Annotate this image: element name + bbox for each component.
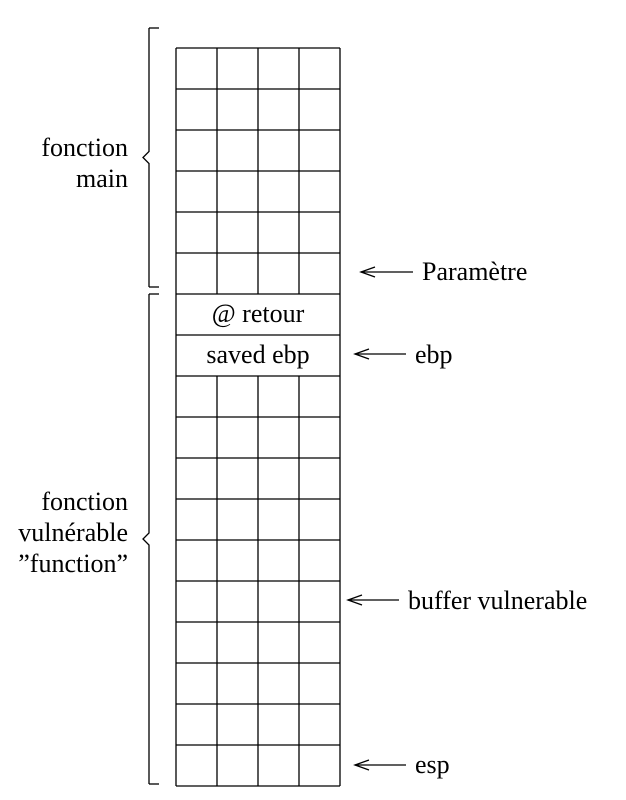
group-label-main: fonction main	[41, 132, 128, 194]
brace-vulnerable	[142, 294, 150, 784]
group-label-main-line-2: main	[76, 164, 128, 193]
group-label-vulnerable-line-1: fonction	[41, 487, 128, 516]
arrow-buffer-head	[346, 594, 363, 606]
buffer-pointer-label: buffer vulnerable	[408, 586, 588, 615]
arrow-esp-head	[353, 759, 370, 771]
brace-main	[142, 28, 150, 287]
group-label-main-line-1: fonction	[41, 133, 128, 162]
return-address-label: @ retour	[211, 299, 305, 328]
group-label-vulnerable-line-3: ”function”	[18, 549, 128, 578]
parametre-pointer-label: Paramètre	[422, 257, 528, 286]
esp-pointer-label: esp	[415, 750, 450, 779]
arrow-ebp-head	[353, 348, 370, 360]
ebp-pointer-label: ebp	[415, 340, 453, 369]
group-label-vulnerable-line-2: vulnérable	[18, 518, 128, 547]
arrow-parametre-head	[359, 266, 376, 278]
group-label-vulnerable: fonction vulnérable ”function”	[18, 486, 128, 579]
saved-ebp-label: saved ebp	[206, 340, 310, 369]
